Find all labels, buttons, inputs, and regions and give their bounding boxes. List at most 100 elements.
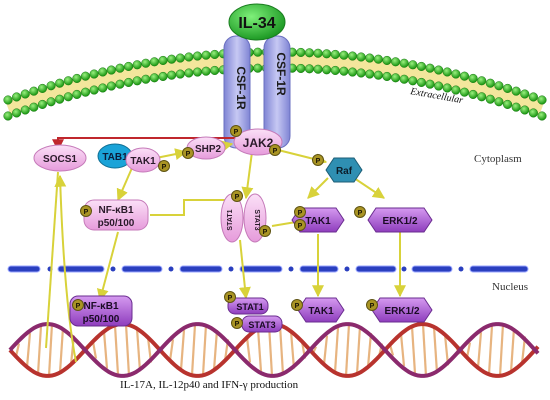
arrow-raf-erk (353, 177, 385, 199)
membrane-bead (459, 87, 470, 97)
dna-base-pair (135, 328, 142, 372)
dna-base-pair (179, 329, 186, 371)
stat3-nuc-label: STAT3 (248, 320, 275, 330)
membrane-bead (141, 58, 151, 68)
phospho-marker (312, 154, 324, 166)
dna-base-pair (267, 324, 274, 376)
dna-base-pair (509, 327, 516, 373)
phospho-marker (182, 147, 194, 159)
membrane-bead (20, 89, 30, 99)
dna-base-pair (190, 324, 197, 376)
membrane-bead (12, 108, 22, 118)
phospho-marker (80, 205, 92, 217)
nuclear-membrane-segment (121, 265, 163, 273)
nucleus-label: Nucleus (492, 281, 528, 293)
dna-base-pair (36, 325, 43, 375)
phospho-marker-label: P (84, 209, 89, 216)
stat1-cyto-label: STAT1 (227, 209, 234, 230)
phospho-marker-label: P (76, 303, 81, 310)
dna-base-pair (476, 332, 483, 368)
nuclear-membrane-segment (411, 265, 453, 273)
link-tak1-stat3 (271, 221, 297, 227)
cytoplasm-label: Cytoplasm (474, 153, 522, 165)
nuclear-membrane (7, 265, 529, 273)
membrane-bead (416, 61, 426, 71)
phospho-marker-label: P (162, 164, 167, 171)
tab1-label: TAB1 (102, 152, 128, 163)
membrane-bead (106, 65, 116, 75)
nuclear-membrane-segment (355, 265, 397, 273)
membrane-bead (313, 48, 323, 58)
dna-base-pair (344, 324, 351, 376)
csf1r-left-label: CSF-1R (234, 66, 248, 110)
membrane-bead (149, 57, 159, 67)
nuclear-membrane-segment (469, 265, 529, 273)
dna-base-pair (487, 325, 494, 375)
membrane-bead (313, 64, 323, 74)
jak2-label: JAK2 (243, 136, 274, 150)
erk-cyto-node (367, 207, 433, 233)
membrane-bead (425, 63, 435, 73)
membrane-bead (391, 73, 401, 83)
membrane-bead (72, 73, 82, 83)
csf1r-right-label: CSF-1R (274, 52, 288, 96)
membrane-bead (520, 105, 530, 115)
membrane-bead (537, 95, 547, 105)
nuclear-membrane-segment (179, 265, 223, 273)
arrow-stat-nucleus (238, 239, 251, 300)
membrane-bead (451, 69, 461, 79)
dna-base-pair (399, 333, 406, 367)
membrane-bead (192, 67, 203, 77)
raf-node (325, 157, 363, 183)
membrane-bead (339, 50, 349, 60)
membrane-bead (29, 102, 39, 112)
membrane-outer-beads (3, 47, 547, 105)
dna-base-pair (443, 334, 450, 366)
membrane-bead (365, 69, 375, 79)
membrane-bead (175, 53, 185, 63)
membrane-bead (20, 105, 30, 115)
membrane-bead (347, 51, 358, 61)
dna-base-pair (355, 325, 362, 375)
phospho-marker (354, 206, 366, 218)
tak1-nuc-label: TAK1 (308, 306, 334, 317)
membrane-bead (253, 63, 263, 73)
membrane-bead (339, 66, 349, 76)
nuclear-membrane-segment (57, 265, 105, 273)
il34-label: IL-34 (238, 15, 275, 32)
membrane-bead (356, 68, 366, 78)
membrane-bead (494, 81, 504, 91)
nuclear-membrane-dot (228, 266, 234, 272)
membrane-bead (253, 47, 263, 57)
nfkb1-cyto-label-b: p50/100 (98, 218, 135, 229)
membrane-bead (158, 71, 168, 81)
membrane-bead (528, 92, 538, 102)
membrane-bead (98, 83, 108, 93)
membrane-bead (89, 85, 99, 95)
phospho-marker (230, 125, 242, 137)
membrane-bead (528, 108, 538, 118)
membrane-bead (167, 70, 177, 80)
phospho-marker-label: P (273, 148, 278, 155)
membrane-bead (502, 83, 513, 93)
membrane-bead (12, 92, 22, 102)
membrane-bead (442, 67, 452, 77)
membrane-inner-beads (3, 63, 547, 121)
membrane-bead (502, 99, 513, 109)
csf1r-receptor: CSF-1R CSF-1R (223, 35, 291, 149)
membrane-bead (132, 60, 142, 70)
dna-base-pair (58, 327, 65, 373)
membrane-bead (296, 63, 306, 73)
dna-base-pair (289, 331, 296, 369)
membrane-bead (63, 76, 73, 86)
membrane-bead (382, 71, 392, 81)
socs1-node (33, 144, 87, 172)
phospho-marker (294, 219, 306, 231)
phospho-marker (259, 225, 271, 237)
membrane-bead (124, 77, 134, 87)
dna-base-pair (25, 332, 32, 368)
phospho-marker-label: P (263, 229, 268, 236)
socs1-label: SOCS1 (43, 154, 77, 165)
